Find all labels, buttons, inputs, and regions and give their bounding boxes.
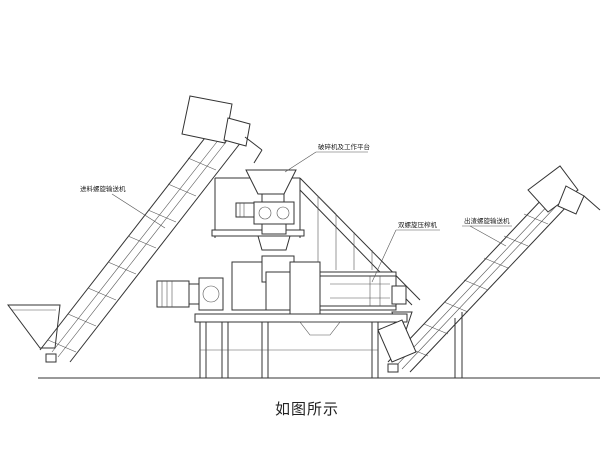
label-discharge-screw-text: 出渣螺旋输送机 [464, 216, 510, 225]
label-discharge-screw: 出渣螺旋输送机 [462, 216, 512, 247]
press-stand [194, 313, 408, 378]
figure-caption: 如图所示 [274, 400, 339, 418]
label-crusher-text: 破碎机及工作平台 [318, 142, 370, 151]
discharge-screw-conveyor [377, 165, 601, 378]
label-crusher: 破碎机及工作平台 [284, 142, 370, 173]
label-feed-screw-text: 进料螺旋输送机 [80, 184, 126, 193]
label-press: 双螺旋压榨机 [371, 220, 440, 283]
label-feed-screw: 进料螺旋输送机 [80, 184, 166, 229]
feed-screw-conveyor [7, 95, 263, 363]
label-press-text: 双螺旋压榨机 [398, 220, 438, 229]
crusher-platform [211, 169, 305, 251]
